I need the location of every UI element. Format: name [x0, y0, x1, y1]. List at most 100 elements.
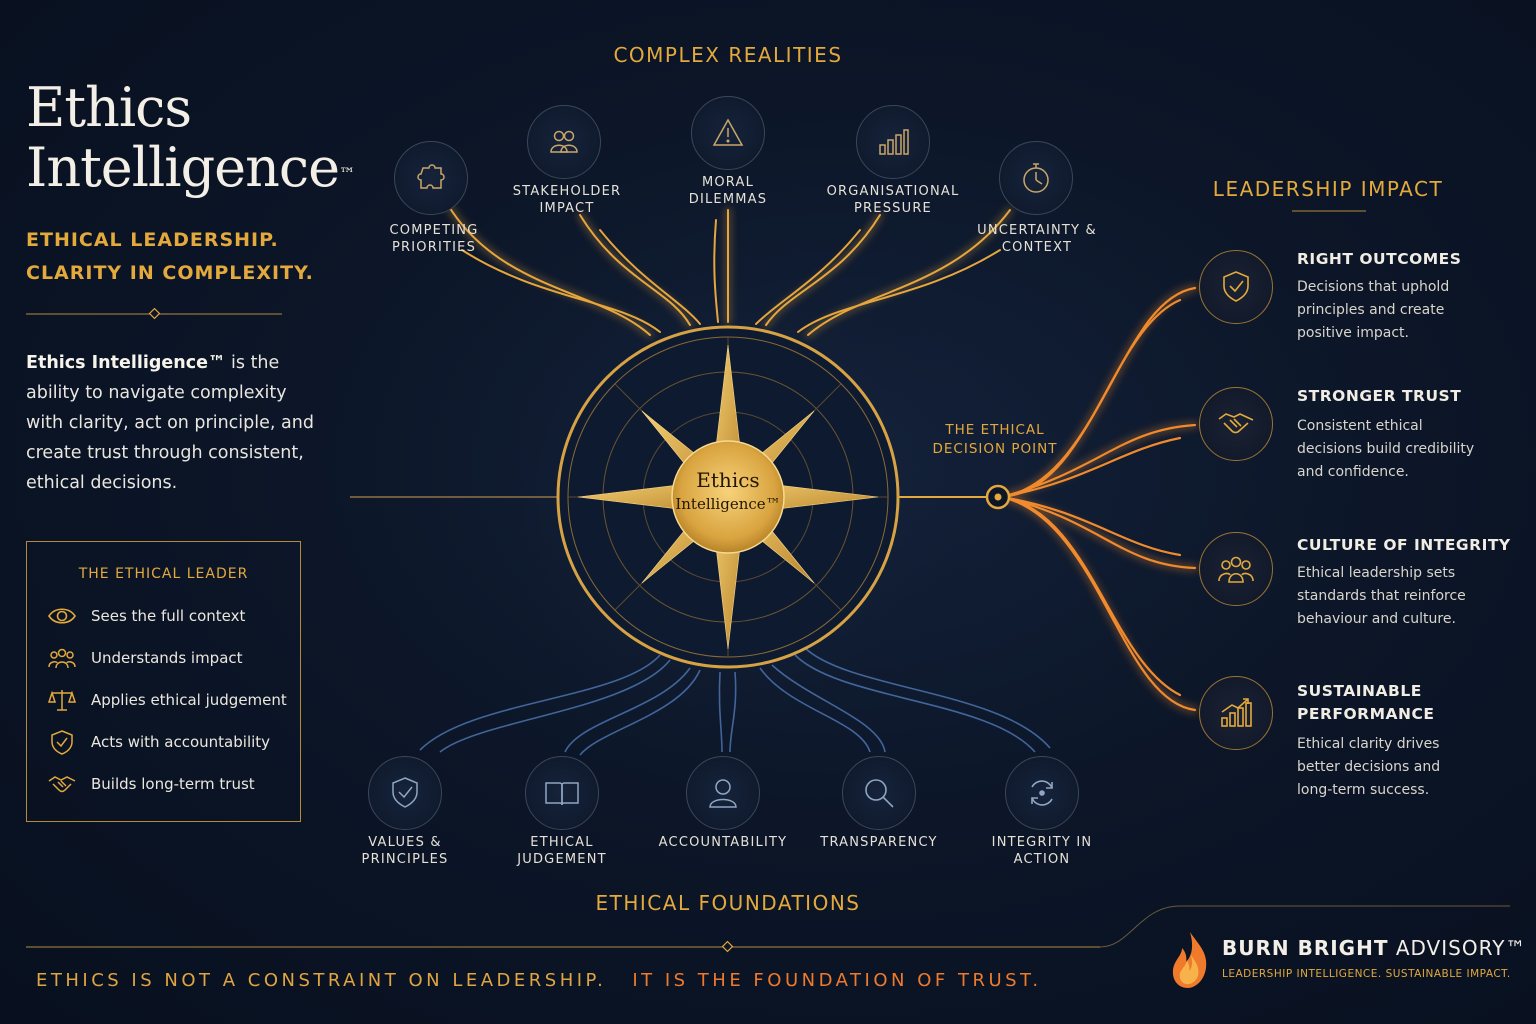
shield-check-icon — [392, 777, 418, 808]
leader-item-label: Acts with accountability — [91, 733, 271, 751]
puzzle-icon — [417, 164, 445, 189]
desc-line: standards that reinforce — [1297, 588, 1466, 604]
label-line1: COMPETING — [389, 223, 479, 238]
flame-logo-icon — [1172, 932, 1207, 988]
tagline-line1: ETHICAL LEADERSHIP. — [26, 229, 279, 251]
impact-desc: Ethical leadership sets standards that r… — [1297, 562, 1497, 631]
intro-text: is the ability to navigate complexity wi… — [26, 353, 314, 493]
tagline: ETHICAL LEADERSHIP. CLARITY IN COMPLEXIT… — [26, 224, 346, 290]
impact-item: CULTURE OF INTEGRITY Ethical leadership … — [1297, 534, 1511, 631]
foundation-node — [368, 756, 442, 830]
book-icon — [545, 782, 579, 806]
impact-node — [1199, 532, 1273, 606]
label-line2: PRINCIPLES — [361, 852, 449, 867]
cycle-icon — [1031, 780, 1053, 806]
ethical-leader-box: THE ETHICAL LEADER Sees the full context… — [26, 541, 301, 822]
leader-item: Understands impact — [47, 644, 243, 672]
stopwatch-icon — [1023, 163, 1049, 193]
label-line2: DILEMMAS — [688, 192, 768, 207]
complex-node-label: COMPETING PRIORITIES — [359, 222, 509, 256]
foundation-node — [842, 756, 916, 830]
leader-item: Builds long-term trust — [47, 770, 255, 798]
label-line1: ORGANISATIONAL — [826, 184, 960, 199]
impact-desc: Consistent ethical decisions build credi… — [1297, 415, 1497, 484]
leader-item: Applies ethical judgement — [47, 686, 287, 714]
leader-item-label: Understands impact — [91, 649, 243, 667]
brand-name-rest: ADVISORY™ — [1388, 936, 1527, 960]
handshake-icon — [1218, 413, 1254, 434]
desc-line: Ethical leadership sets — [1297, 565, 1456, 581]
desc-line: Consistent ethical — [1297, 418, 1423, 434]
label-line2: JUDGEMENT — [517, 852, 607, 867]
foundation-node-label: ETHICAL JUDGEMENT — [487, 834, 637, 868]
handshake-icon — [48, 776, 76, 793]
decision-point-label: THE ETHICAL DECISION POINT — [920, 421, 1070, 459]
intro-paragraph: Ethics Intelligence™ is the ability to n… — [26, 348, 316, 498]
leader-item: Sees the full context — [47, 602, 245, 630]
complex-node — [394, 141, 468, 215]
brand-tagline: LEADERSHIP INTELLIGENCE. SUSTAINABLE IMP… — [1222, 968, 1511, 980]
impact-title-line2: PERFORMANCE — [1297, 705, 1435, 723]
people-icon — [550, 130, 578, 153]
complex-node — [527, 105, 601, 179]
people-icon — [48, 648, 76, 669]
person-icon — [709, 779, 737, 808]
complex-node-label: UNCERTAINTY & CONTEXT — [962, 222, 1112, 256]
impact-title: SUSTAINABLE — [1297, 682, 1422, 700]
complex-node — [691, 96, 765, 170]
leader-item-label: Sees the full context — [91, 607, 246, 625]
label-line1: MORAL — [701, 175, 755, 190]
decision-line2: DECISION POINT — [932, 441, 1058, 457]
brand-name-bold: BURN BRIGHT — [1222, 936, 1389, 960]
center-line1: Ethics — [696, 468, 760, 492]
ethical-foundations-title: ETHICAL FOUNDATIONS — [595, 891, 861, 915]
people-icon — [1218, 556, 1254, 583]
impact-title: CULTURE OF INTEGRITY — [1297, 536, 1511, 554]
leader-item-label: Builds long-term trust — [91, 775, 255, 793]
impact-node — [1199, 250, 1273, 324]
page-title: Ethics Intelligence™ — [26, 78, 366, 198]
title-line1: Ethics — [26, 76, 192, 139]
complex-realities-title: COMPLEX REALITIES — [613, 43, 843, 67]
center-line2: Intelligence™ — [675, 495, 781, 513]
impact-desc: Decisions that uphold principles and cre… — [1297, 276, 1497, 345]
label-line1: ETHICAL — [530, 835, 594, 850]
label-line2: IMPACT — [539, 201, 595, 216]
complex-node-label: ORGANISATIONAL PRESSURE — [818, 183, 968, 217]
center-label: Ethics Intelligence™ — [668, 468, 788, 516]
foundation-node-label: ACCOUNTABILITY — [648, 834, 798, 851]
leader-item: Acts with accountability — [47, 728, 270, 756]
decision-line1: THE ETHICAL — [945, 422, 1045, 438]
complex-node — [999, 141, 1073, 215]
impact-node — [1199, 387, 1273, 461]
tagline-line2: CLARITY IN COMPLEXITY. — [26, 262, 314, 284]
shield-check-icon — [1223, 271, 1249, 302]
impact-item: RIGHT OUTCOMES Decisions that uphold pri… — [1297, 248, 1497, 345]
label-line2: PRIORITIES — [391, 240, 477, 255]
footer-quote-part2: IT IS THE FOUNDATION OF TRUST. — [632, 970, 1042, 991]
label-line1: UNCERTAINTY & — [977, 223, 1097, 238]
foundation-node — [1005, 756, 1079, 830]
desc-line: principles and create — [1297, 302, 1445, 318]
scales-icon — [47, 690, 77, 711]
desc-line: Ethical clarity drives — [1297, 736, 1440, 752]
brand-name: BURN BRIGHT ADVISORY™ — [1222, 936, 1526, 960]
label-line1: ACCOUNTABILITY — [658, 835, 788, 850]
label-line2: ACTION — [1013, 852, 1071, 867]
growth-chart-icon — [1221, 698, 1252, 727]
label-line2: PRESSURE — [854, 201, 932, 216]
ethical-leader-title: THE ETHICAL LEADER — [78, 566, 249, 582]
label-line1: VALUES & — [368, 835, 442, 850]
foundation-node — [525, 756, 599, 830]
leadership-impact-title: LEADERSHIP IMPACT — [1212, 177, 1444, 201]
impact-desc: Ethical clarity drives better decisions … — [1297, 733, 1497, 802]
impact-title: RIGHT OUTCOMES — [1297, 250, 1462, 268]
bar-chart-icon — [879, 129, 909, 155]
impact-node — [1199, 676, 1273, 750]
foundation-node-label: INTEGRITY IN ACTION — [967, 834, 1117, 868]
desc-line: and confidence. — [1297, 464, 1409, 480]
label-line1: INTEGRITY IN — [991, 835, 1093, 850]
foundation-node-label: VALUES & PRINCIPLES — [330, 834, 480, 868]
label-line1: TRANSPARENCY — [820, 835, 938, 850]
impact-item: SUSTAINABLE PERFORMANCE Ethical clarity … — [1297, 680, 1497, 802]
